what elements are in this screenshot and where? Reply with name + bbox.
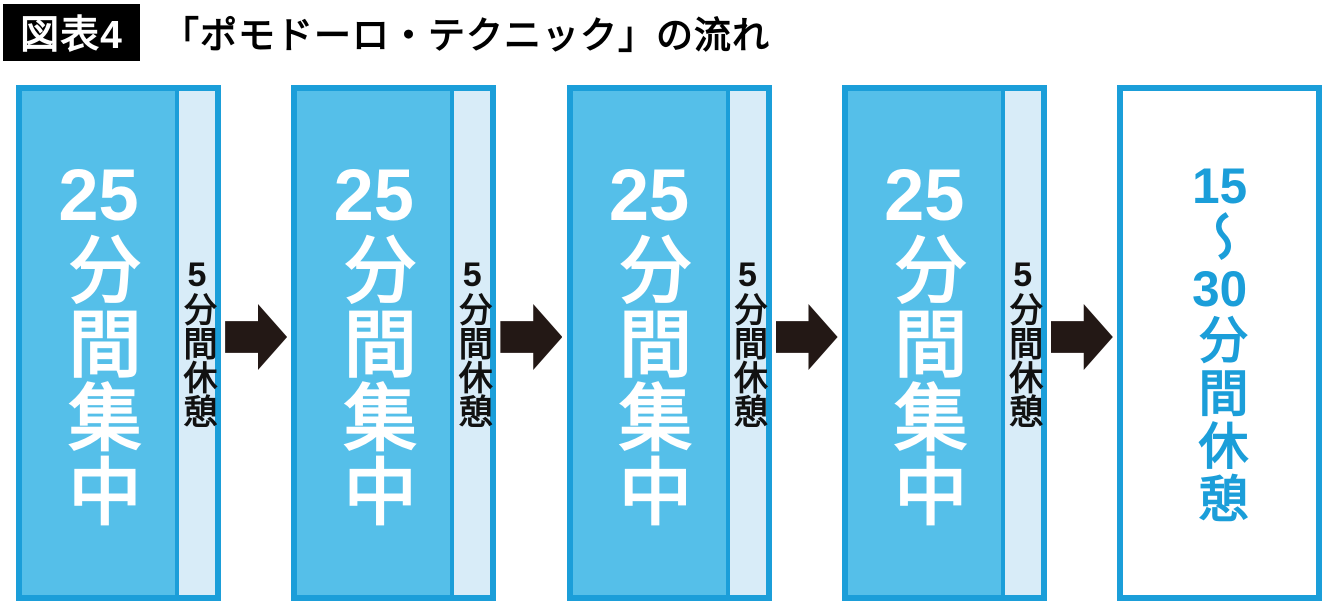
pomodoro-flow-diagram: 25分間集中 5分間休憩 25分間集中 5分間休憩 25分間集中 5分間休憩 2… xyxy=(16,85,1322,601)
focus-label: 25分間集中 xyxy=(333,159,414,528)
short-break-minutes: 5 xyxy=(1013,258,1033,292)
flow-arrow-right-icon xyxy=(775,304,838,370)
focus-label: 25分間集中 xyxy=(884,159,965,528)
long-break-minutes-from: 15 xyxy=(1192,160,1248,211)
short-break-strip: 5分間休憩 xyxy=(725,91,767,595)
focus-box-1: 25分間集中 5分間休憩 xyxy=(16,85,221,601)
short-break-label: 5分間休憩 xyxy=(453,258,492,428)
short-break-unit-label: 分間休憩 xyxy=(453,292,492,428)
focus-box-4: 25分間集中 5分間休憩 xyxy=(841,85,1047,601)
short-break-strip: 5分間休憩 xyxy=(175,91,216,595)
focus-main-area: 25分間集中 xyxy=(22,91,175,595)
short-break-label: 5分間休憩 xyxy=(1003,258,1042,428)
short-break-unit-label: 分間休憩 xyxy=(178,292,216,428)
focus-main-area: 25分間集中 xyxy=(848,91,1001,595)
short-break-label: 5分間休憩 xyxy=(728,258,767,428)
focus-unit-label: 分間集中 xyxy=(608,231,690,528)
focus-minutes: 25 xyxy=(58,158,139,232)
short-break-minutes: 5 xyxy=(462,258,482,292)
focus-minutes: 25 xyxy=(608,158,690,232)
short-break-unit-label: 分間休憩 xyxy=(728,292,767,428)
long-break-minutes-to: 30 xyxy=(1192,263,1248,314)
focus-minutes: 25 xyxy=(884,158,965,232)
flow-arrow-right-icon xyxy=(500,304,563,370)
focus-label: 25分間集中 xyxy=(609,159,690,528)
long-break-label: 15〜30分間休憩 xyxy=(1191,160,1248,526)
focus-unit-label: 分間集中 xyxy=(333,231,415,528)
flow-arrow-right-icon xyxy=(1050,304,1113,370)
short-break-minutes: 5 xyxy=(187,258,207,292)
short-break-unit-label: 分間休憩 xyxy=(1003,292,1042,428)
focus-main-area: 25分間集中 xyxy=(573,91,726,595)
short-break-strip: 5分間休憩 xyxy=(1000,91,1042,595)
tilde-range-mark: 〜 xyxy=(1191,210,1248,264)
short-break-label: 5分間休憩 xyxy=(178,258,216,428)
focus-main-area: 25分間集中 xyxy=(297,91,450,595)
long-break-unit-label: 分間休憩 xyxy=(1191,313,1248,526)
short-break-strip: 5分間休憩 xyxy=(450,91,492,595)
focus-label: 25分間集中 xyxy=(58,159,139,528)
figure-header: 図表4 「ポモドーロ・テクニック」の流れ xyxy=(3,0,1340,64)
focus-box-2: 25分間集中 5分間休憩 xyxy=(291,85,497,601)
focus-minutes: 25 xyxy=(333,158,414,232)
flow-arrow-right-icon xyxy=(225,304,288,370)
long-break-box: 15〜30分間休憩 xyxy=(1117,85,1322,601)
focus-unit-label: 分間集中 xyxy=(883,231,965,528)
focus-unit-label: 分間集中 xyxy=(58,231,139,528)
focus-box-3: 25分間集中 5分間休憩 xyxy=(566,85,772,601)
figure-title: 「ポモドーロ・テクニック」の流れ xyxy=(162,15,770,56)
figure-number-badge: 図表4 xyxy=(3,3,140,61)
short-break-minutes: 5 xyxy=(738,258,757,292)
